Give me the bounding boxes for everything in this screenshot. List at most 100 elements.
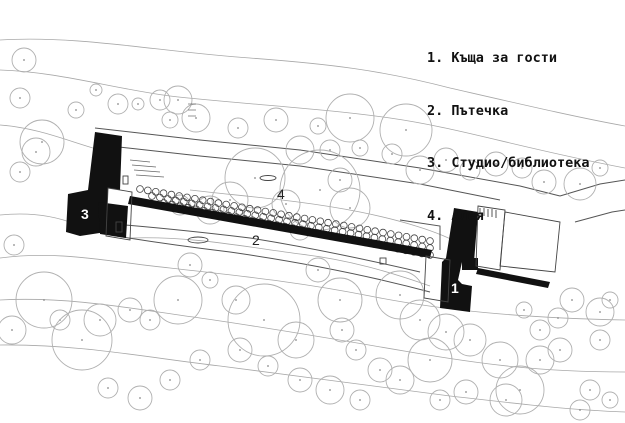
tree-trunk bbox=[43, 299, 45, 301]
alley-tree bbox=[285, 211, 293, 220]
alley-tree bbox=[238, 203, 246, 212]
tree bbox=[277, 321, 315, 359]
tree-trunk bbox=[329, 389, 331, 391]
tree-trunk bbox=[349, 207, 351, 209]
tree bbox=[9, 161, 31, 183]
tree bbox=[547, 307, 569, 329]
tree bbox=[0, 315, 27, 345]
alley-tree bbox=[371, 227, 379, 236]
tree bbox=[585, 297, 615, 327]
tree-trunk bbox=[599, 167, 601, 169]
tree bbox=[117, 297, 143, 323]
tree-trunk bbox=[359, 147, 361, 149]
guest-house-wing bbox=[476, 268, 550, 288]
tree-trunk bbox=[539, 359, 541, 361]
tree-trunk bbox=[139, 397, 141, 399]
alley-tree bbox=[355, 224, 364, 233]
tree bbox=[227, 283, 301, 357]
tree bbox=[107, 93, 129, 115]
tree-trunk bbox=[235, 299, 237, 301]
alley-tree bbox=[418, 235, 427, 244]
tree-trunk bbox=[609, 299, 611, 301]
tree bbox=[263, 107, 289, 133]
tree-trunk bbox=[137, 103, 139, 105]
tree-trunk bbox=[559, 349, 561, 351]
alley-tree bbox=[175, 192, 184, 200]
tree-trunk bbox=[285, 203, 287, 205]
alley-tree bbox=[167, 190, 176, 199]
tree bbox=[201, 271, 219, 289]
alley-tree bbox=[324, 218, 332, 227]
tree-trunk bbox=[229, 199, 231, 201]
tree bbox=[459, 159, 481, 181]
tree bbox=[559, 287, 585, 313]
tree bbox=[531, 169, 557, 195]
tree bbox=[367, 357, 393, 383]
alley-tree bbox=[363, 226, 372, 234]
tree-trunk bbox=[419, 169, 421, 171]
studio-building bbox=[66, 132, 122, 236]
tree-trunk bbox=[254, 177, 256, 179]
alley-tree bbox=[172, 196, 180, 205]
tree-trunk bbox=[81, 339, 83, 341]
tree bbox=[83, 303, 117, 337]
tree-trunk bbox=[295, 339, 297, 341]
tree bbox=[433, 147, 459, 173]
tree bbox=[15, 271, 73, 329]
tree bbox=[149, 89, 171, 111]
tree-trunk bbox=[391, 153, 393, 155]
tree-trunk bbox=[13, 244, 15, 246]
tree bbox=[453, 379, 479, 405]
tree bbox=[453, 323, 487, 357]
tree bbox=[329, 187, 371, 229]
label-guest-house: 1 bbox=[451, 280, 459, 296]
legend: 1. Къща за гости 2. Пътечка 3. Студио/би… bbox=[427, 15, 590, 243]
alley-tree bbox=[402, 233, 411, 241]
tree bbox=[159, 369, 181, 391]
tree bbox=[329, 317, 355, 343]
studio-annex bbox=[98, 202, 128, 238]
tree bbox=[481, 341, 519, 379]
tree bbox=[51, 309, 113, 371]
tree-trunk bbox=[107, 387, 109, 389]
tree bbox=[287, 367, 313, 393]
label-path: 2 bbox=[252, 232, 260, 248]
tree-trunk bbox=[117, 103, 119, 105]
tree-trunk bbox=[439, 399, 441, 401]
tree-trunk bbox=[557, 317, 559, 319]
tree-trunk bbox=[543, 181, 545, 183]
tree bbox=[97, 377, 119, 399]
tree bbox=[9, 87, 31, 109]
tree bbox=[67, 101, 85, 119]
tree bbox=[3, 234, 25, 256]
alley-tree bbox=[191, 195, 199, 203]
tree bbox=[21, 137, 51, 167]
tree-trunk bbox=[419, 319, 421, 321]
alley-tree bbox=[148, 192, 156, 200]
tree bbox=[349, 389, 371, 411]
alley-tree bbox=[253, 206, 262, 214]
tree bbox=[563, 167, 597, 201]
tree bbox=[495, 365, 545, 415]
path-outline bbox=[109, 219, 441, 293]
alley-tree bbox=[300, 214, 309, 223]
tree bbox=[177, 252, 203, 278]
alley-tree bbox=[410, 234, 419, 243]
tree bbox=[163, 85, 193, 115]
tree bbox=[325, 93, 375, 143]
tree bbox=[153, 275, 203, 325]
tree bbox=[579, 379, 601, 401]
tree-trunk bbox=[11, 329, 13, 331]
tree-trunk bbox=[521, 167, 523, 169]
tree bbox=[351, 139, 369, 157]
tree bbox=[429, 389, 451, 411]
building-outlines bbox=[105, 175, 561, 303]
tree-trunk bbox=[169, 379, 171, 381]
tree-trunk bbox=[379, 369, 381, 371]
tree bbox=[427, 313, 465, 351]
tree-trunk bbox=[299, 149, 301, 151]
alley-tree bbox=[136, 185, 144, 193]
tree-trunk bbox=[275, 119, 277, 121]
long-wall bbox=[128, 196, 432, 258]
alley-tree bbox=[222, 200, 231, 209]
